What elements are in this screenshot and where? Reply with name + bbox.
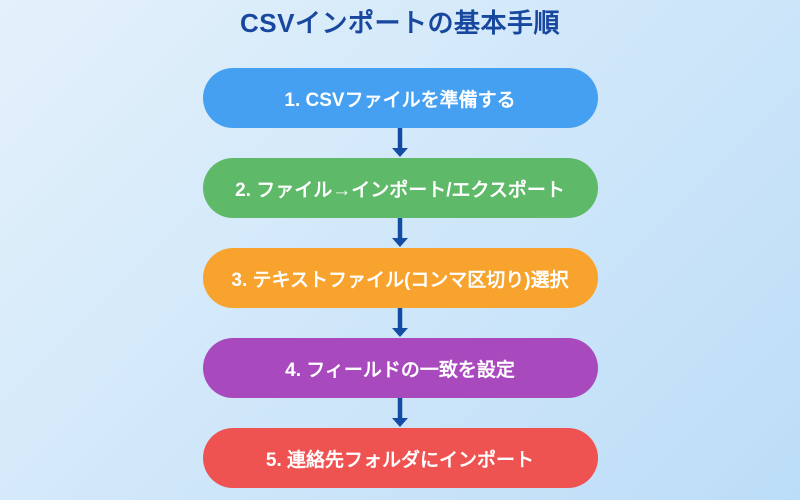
step-box-5: 5. 連絡先フォルダにインポート — [202, 428, 598, 488]
step-label: 4. フィールドの一致を設定 — [285, 359, 515, 381]
step-box-1: 1. CSVファイルを準備する — [202, 68, 598, 128]
step-box-3: 3. テキストファイル(コンマ区切り)選択 — [202, 248, 598, 308]
down-arrow-icon — [392, 128, 408, 157]
step-label: 2. ファイル→インポート/エクスポート — [235, 179, 565, 201]
step-box-2: 2. ファイル→インポート/エクスポート — [202, 158, 598, 218]
down-arrow-icon — [392, 398, 408, 427]
flow-steps: 1. CSVファイルを準備する 2. ファイル→インポート/エクスポート 3. … — [0, 68, 800, 488]
step-label: 1. CSVファイルを準備する — [284, 89, 516, 111]
down-arrow-icon — [392, 308, 408, 337]
step-box-4: 4. フィールドの一致を設定 — [202, 338, 598, 398]
step-label: 3. テキストファイル(コンマ区切り)選択 — [231, 269, 569, 291]
page-title: CSVインポートの基本手順 — [240, 8, 560, 38]
step-label: 5. 連絡先フォルダにインポート — [265, 449, 535, 471]
down-arrow-icon — [392, 218, 408, 247]
